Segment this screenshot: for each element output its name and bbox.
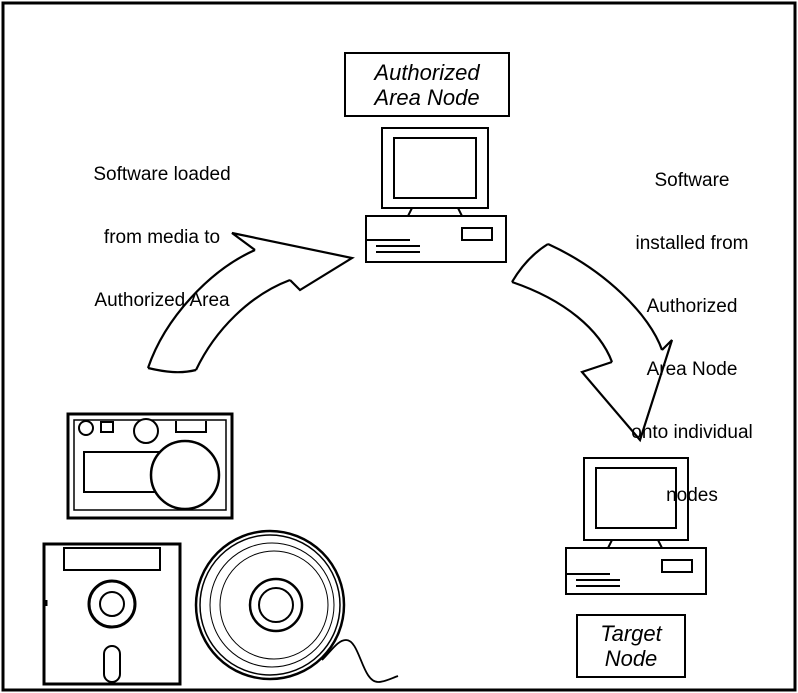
- load-annotation-line1: Software loaded: [93, 164, 231, 185]
- install-annotation-line1: Software: [654, 170, 730, 191]
- load-annotation: Software loaded from media to Authorized…: [72, 122, 252, 353]
- authorized-node-label-box: Authorized Area Node: [344, 52, 510, 117]
- cartridge-media-icon: [66, 412, 234, 520]
- install-annotation-line2: installed from: [635, 233, 749, 254]
- install-annotation-line4: Area Node: [646, 359, 738, 380]
- authorized-node-label-line1: Authorized: [374, 59, 480, 85]
- install-annotation: Software installed from Authorized Area …: [614, 128, 770, 548]
- install-annotation-line5: onto individual: [631, 422, 753, 443]
- load-annotation-line3: Authorized Area: [94, 290, 230, 311]
- target-node-label-line2: Node: [604, 646, 658, 671]
- authorized-node-computer-icon: [365, 127, 507, 263]
- install-annotation-line6: nodes: [666, 485, 718, 506]
- target-node-label-line1: Target: [600, 621, 662, 646]
- install-annotation-line3: Authorized: [646, 296, 738, 317]
- install-arrow: [511, 242, 674, 443]
- floppy-disk-icon: [42, 542, 182, 686]
- load-annotation-line2: from media to: [103, 227, 221, 248]
- load-arrow: [146, 231, 355, 374]
- target-node-label-box: Target Node: [576, 614, 686, 678]
- target-node-computer-icon: [565, 457, 707, 595]
- tape-reel-icon: [194, 529, 399, 683]
- authorized-node-label-line2: Area Node: [374, 84, 480, 110]
